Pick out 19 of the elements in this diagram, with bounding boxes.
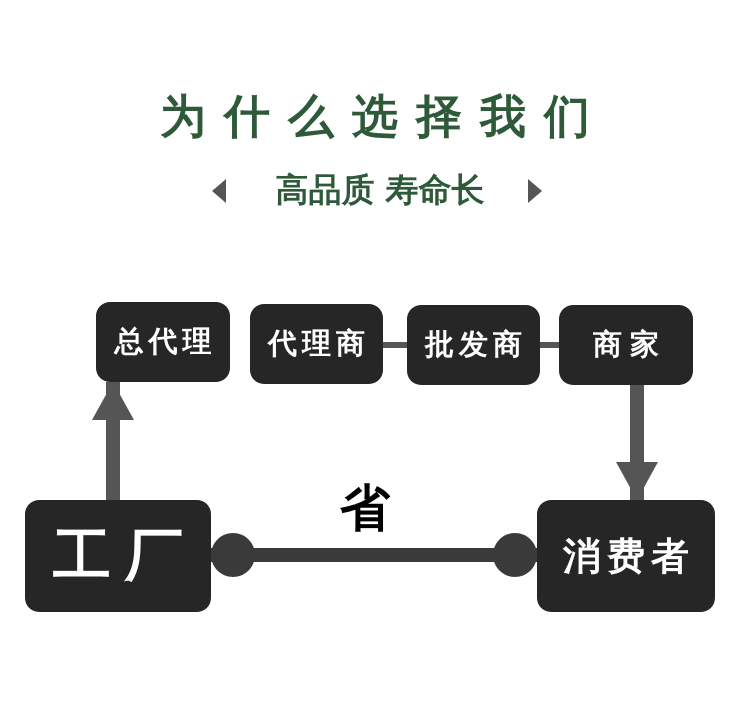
process-box [559, 305, 693, 385]
connector-line [383, 342, 407, 348]
dot-ended-line [211, 533, 537, 577]
process-box [537, 500, 715, 612]
node-label: 总代理 [114, 323, 216, 360]
title: 为什么选择我们 [159, 88, 609, 145]
node-label: 批发商 [425, 326, 527, 363]
node-label: 代理商 [268, 325, 370, 362]
node-label: 工厂 [53, 520, 197, 591]
process-box [96, 302, 230, 382]
arrow [616, 385, 658, 500]
arrow [92, 382, 134, 500]
process-box [25, 500, 211, 612]
node-label: 商家 [593, 326, 667, 363]
subtitle: 高品质 寿命长 [274, 169, 486, 211]
connector-line [540, 342, 559, 348]
node-label: 消费者 [563, 532, 695, 580]
process-box [250, 304, 383, 384]
process-box [407, 305, 540, 385]
